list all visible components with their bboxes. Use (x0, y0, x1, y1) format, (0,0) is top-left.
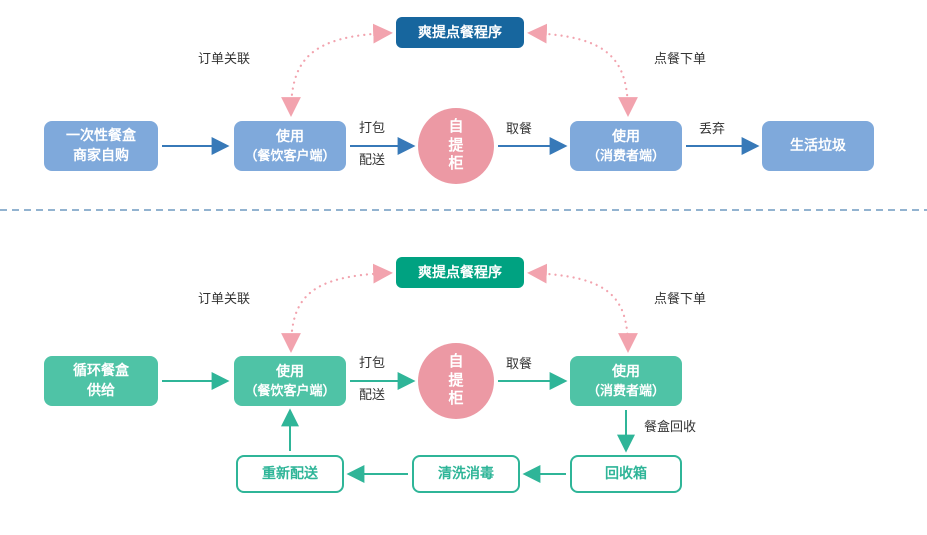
bottom-merchant-line2: （餐饮客户端） (244, 382, 336, 398)
top-pack-label: 打包 (358, 120, 385, 135)
dotted-arc-order-link-top (281, 23, 393, 117)
bottom-pickup-label: 取餐 (505, 356, 532, 371)
top-source-node: 一次性餐盒 商家自购 (44, 121, 158, 171)
bottom-order-link-label: 订单关联 (197, 291, 250, 306)
bottom-locker-node: 自提柜 (418, 343, 494, 419)
top-order-link-label: 订单关联 (197, 51, 250, 66)
top-locker-label: 自提柜 (448, 117, 464, 173)
bottom-program-node: 爽提点餐程序 (396, 257, 524, 288)
top-consumer-line2: （消费者端） (586, 147, 665, 163)
bottom-program-label: 爽提点餐程序 (418, 263, 502, 280)
recycle-bin-label: 回收箱 (605, 465, 647, 482)
top-merchant-line1: 使用 (276, 128, 304, 145)
bottom-locker-label: 自提柜 (448, 352, 464, 408)
top-discard-label: 丢弃 (698, 121, 725, 136)
top-pickup-label: 取餐 (505, 121, 532, 136)
dotted-arc-order-place-bottom (527, 263, 638, 353)
top-consumer-line1: 使用 (612, 128, 640, 145)
bottom-recycle-label: 餐盒回收 (643, 419, 696, 434)
bottom-consumer-node: 使用 （消费者端） (570, 356, 682, 406)
bottom-source-node: 循环餐盒 供给 (44, 356, 158, 406)
top-source-line2: 商家自购 (73, 147, 129, 163)
top-source-line1: 一次性餐盒 (66, 127, 136, 144)
redeliver-node: 重新配送 (236, 455, 344, 493)
top-trash-label: 生活垃圾 (790, 137, 846, 154)
bottom-consumer-line1: 使用 (612, 363, 640, 380)
top-locker-node: 自提柜 (418, 108, 494, 184)
redeliver-label: 重新配送 (262, 465, 318, 482)
top-program-node: 爽提点餐程序 (396, 17, 524, 48)
bottom-source-line1: 循环餐盒 (73, 362, 129, 379)
bottom-merchant-node: 使用 （餐饮客户端） (234, 356, 346, 406)
top-merchant-line2: （餐饮客户端） (244, 147, 336, 163)
bottom-pack-label: 打包 (358, 355, 385, 370)
recycle-bin-node: 回收箱 (570, 455, 682, 493)
bottom-merchant-line1: 使用 (276, 363, 304, 380)
bottom-consumer-line2: （消费者端） (586, 382, 665, 398)
bottom-deliver-label: 配送 (358, 387, 385, 402)
top-consumer-node: 使用 （消费者端） (570, 121, 682, 171)
clean-label: 清洗消毒 (438, 465, 494, 482)
bottom-order-place-label: 点餐下单 (653, 291, 706, 306)
top-program-label: 爽提点餐程序 (418, 23, 502, 40)
bottom-source-line2: 供给 (87, 382, 115, 398)
dotted-arc-order-link-bottom (281, 263, 393, 353)
top-trash-node: 生活垃圾 (762, 121, 874, 171)
top-merchant-node: 使用 （餐饮客户端） (234, 121, 346, 171)
dotted-arc-order-place-top (527, 23, 638, 117)
top-deliver-label: 配送 (358, 152, 385, 167)
clean-node: 清洗消毒 (412, 455, 520, 493)
top-order-place-label: 点餐下单 (653, 51, 706, 66)
